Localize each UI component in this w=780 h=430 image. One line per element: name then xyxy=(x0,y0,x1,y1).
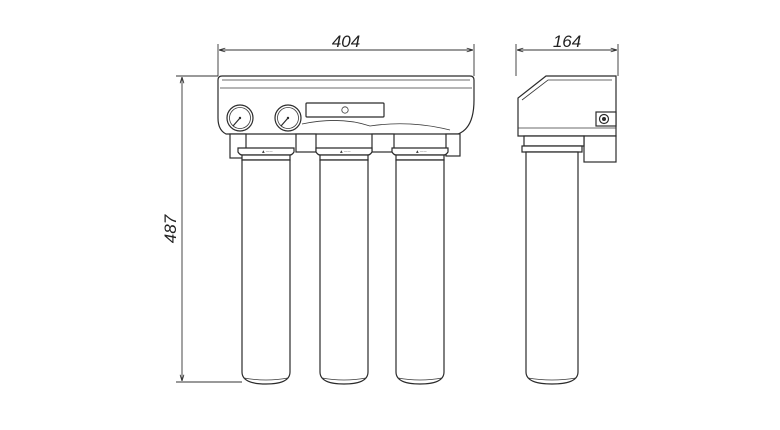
side-filter-housing xyxy=(521,145,583,385)
side-view xyxy=(517,75,617,385)
filter-housing-3: ▲ —— xyxy=(391,147,449,385)
side-outlet-fitting xyxy=(595,111,617,127)
depth-label: 164 xyxy=(553,32,581,51)
width-label: 404 xyxy=(332,32,360,51)
dimension-width: 404 xyxy=(217,32,475,76)
height-label: 487 xyxy=(161,214,180,243)
svg-text:▲ ——: ▲ —— xyxy=(262,150,273,154)
side-head-unit xyxy=(517,75,617,137)
dimension-depth: 164 xyxy=(515,32,619,76)
dimension-height: 487 xyxy=(161,75,242,383)
svg-text:▲ ——: ▲ —— xyxy=(416,150,427,154)
pressure-gauge-left xyxy=(226,104,254,132)
svg-text:▲ ——: ▲ —— xyxy=(340,150,351,154)
front-view: ▲ —— ▲ —— ▲ —— xyxy=(217,75,475,385)
filter-housing-2: ▲ —— xyxy=(315,147,373,385)
display-window xyxy=(305,102,385,118)
pressure-gauge-right xyxy=(274,104,302,132)
filter-housing-1: ▲ —— xyxy=(237,147,295,385)
